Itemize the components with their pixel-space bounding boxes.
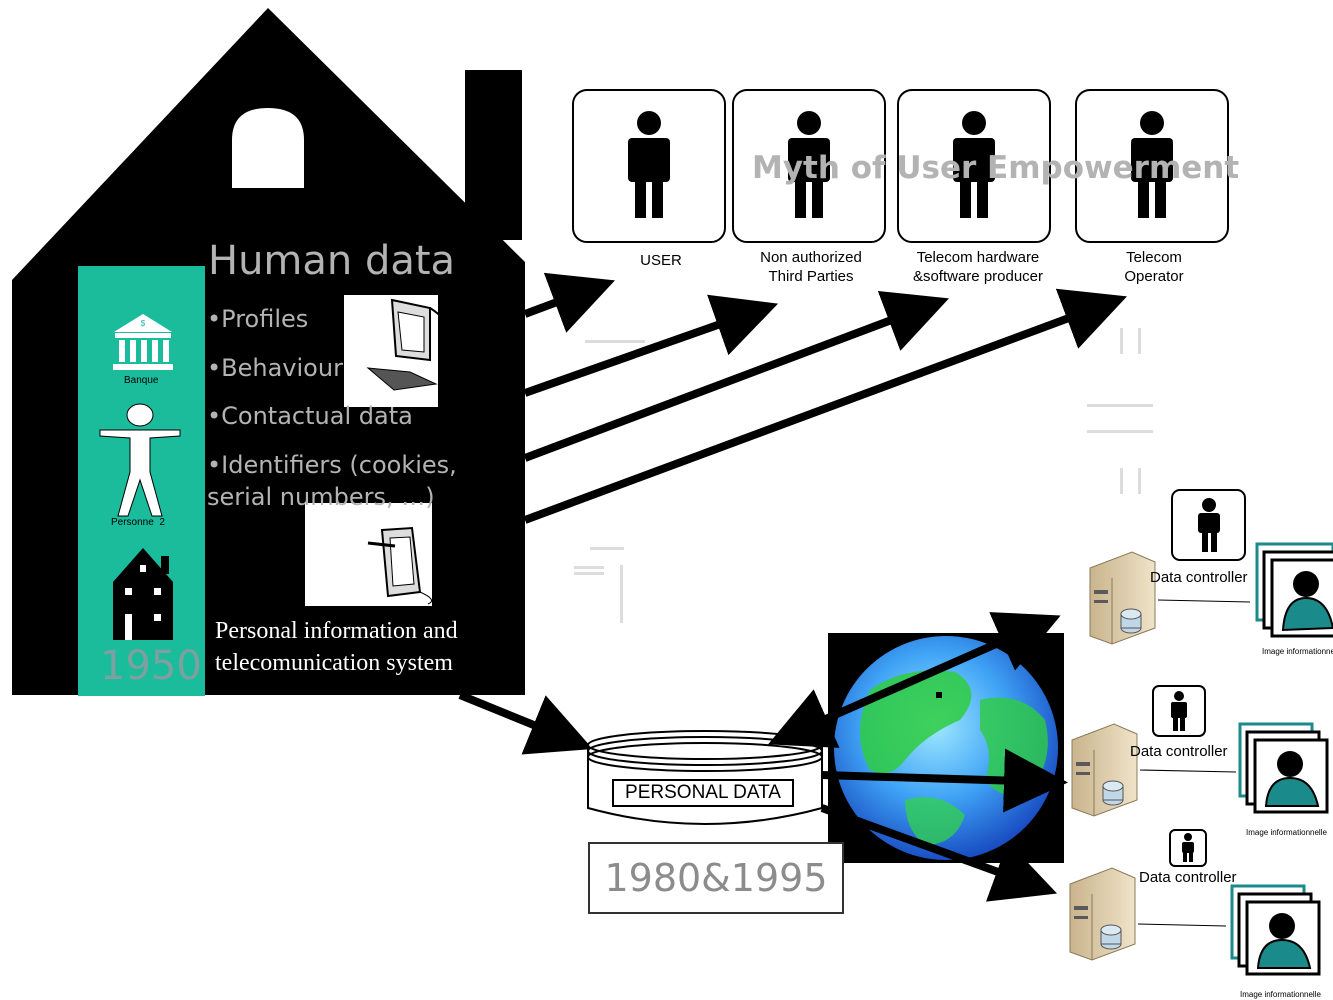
bullet-contactual: •Contactual data xyxy=(207,402,413,430)
arrow-to-third-parties xyxy=(523,294,779,397)
person-icon xyxy=(99,403,181,517)
bullet-behaviour: •Behaviour xyxy=(207,354,343,382)
profile-image-stack xyxy=(1238,722,1329,814)
pda-icon xyxy=(305,503,433,606)
controller-2 xyxy=(1071,685,1329,817)
data-controller-label-1: Data controller xyxy=(1150,569,1248,586)
server-icon xyxy=(1071,723,1138,817)
myth-title: Myth of User Empowerment xyxy=(752,150,1240,186)
bank-label: Banque xyxy=(124,375,159,386)
year-1950: 1950 xyxy=(100,643,202,689)
person-label: Personne 2 xyxy=(111,517,165,528)
actor-box-telecom-operator xyxy=(1075,89,1229,243)
human-data-title: Human data xyxy=(208,238,456,284)
arrow-database-controller-3 xyxy=(820,804,1058,902)
arrow-database-controller-2 xyxy=(821,748,1068,813)
database-cylinder xyxy=(587,730,823,825)
actor-label-telecom-producer: Telecom hardware&software producer xyxy=(912,249,1044,285)
data-controller-label-3: Data controller xyxy=(1139,869,1237,886)
arrows-to-actors xyxy=(523,272,1127,524)
bank-icon: $ xyxy=(113,314,173,370)
actor-box-third-parties xyxy=(732,89,886,243)
arrows-to-controllers xyxy=(768,612,1068,902)
image-label-2: Image informationnelle xyxy=(1246,828,1327,837)
house-window xyxy=(232,108,304,188)
arrow-to-telecom-producer xyxy=(523,290,949,462)
house xyxy=(12,8,525,696)
bullet-identifiers-cont: serial numbers, …) xyxy=(207,483,435,511)
laptop-icon xyxy=(344,295,454,407)
arrow-to-user xyxy=(523,272,615,333)
arrow-database-controller-1 xyxy=(768,612,1061,748)
actor-label-user: USER xyxy=(640,252,682,269)
small-house-icon xyxy=(113,548,173,640)
svg-text:$: $ xyxy=(141,319,146,328)
data-controller-label-2: Data controller xyxy=(1130,743,1228,760)
personal-data-label: PERSONAL DATA xyxy=(612,779,794,807)
profile-image-stack xyxy=(1255,542,1333,638)
actor-box-user xyxy=(572,89,726,243)
bullet-profiles: •Profiles xyxy=(207,305,309,333)
controller-1 xyxy=(1089,489,1333,645)
bullet-identifiers: •Identifiers (cookies, xyxy=(207,451,457,479)
server-icon xyxy=(1089,551,1156,645)
arrow-to-telecom-operator xyxy=(523,288,1127,524)
arrow-house-to-database xyxy=(458,691,593,755)
actor-box-telecom-producer xyxy=(897,89,1051,243)
server-icon xyxy=(1069,867,1136,961)
image-label-1: Image informationne xyxy=(1262,647,1333,656)
image-label-3: Image informationnelle xyxy=(1240,990,1321,999)
house-chimney xyxy=(465,70,522,240)
profile-image-stack xyxy=(1230,884,1321,976)
controller-3 xyxy=(1069,829,1321,976)
faint-marks xyxy=(574,328,1153,623)
years-1980-1995: 1980&1995 xyxy=(588,842,844,914)
system-label: Personal information and telecomunicatio… xyxy=(215,618,458,676)
